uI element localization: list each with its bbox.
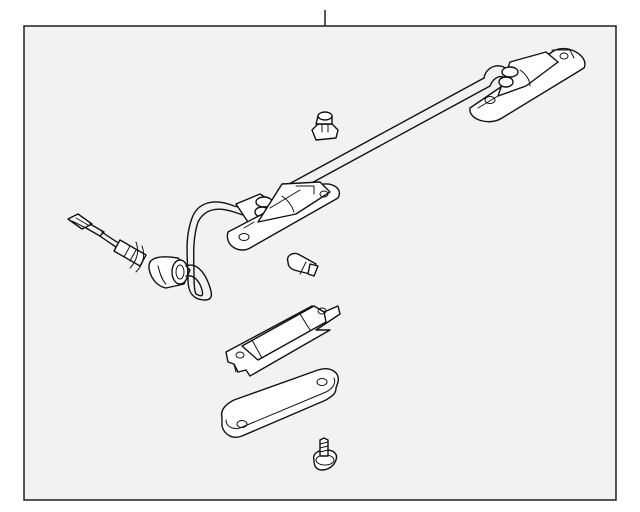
lamp-lens <box>220 368 339 438</box>
lamp-housing <box>225 305 341 377</box>
push-in-retainer-nut <box>311 111 339 141</box>
harness-connector <box>67 213 105 237</box>
mounting-screw <box>312 437 338 471</box>
right-lamp-bracket <box>469 47 586 123</box>
harness-grommet <box>148 256 191 289</box>
lamp-bulb <box>286 252 319 277</box>
left-lamp-bracket <box>226 181 341 251</box>
license-lamp-wiring-harness <box>67 47 586 301</box>
